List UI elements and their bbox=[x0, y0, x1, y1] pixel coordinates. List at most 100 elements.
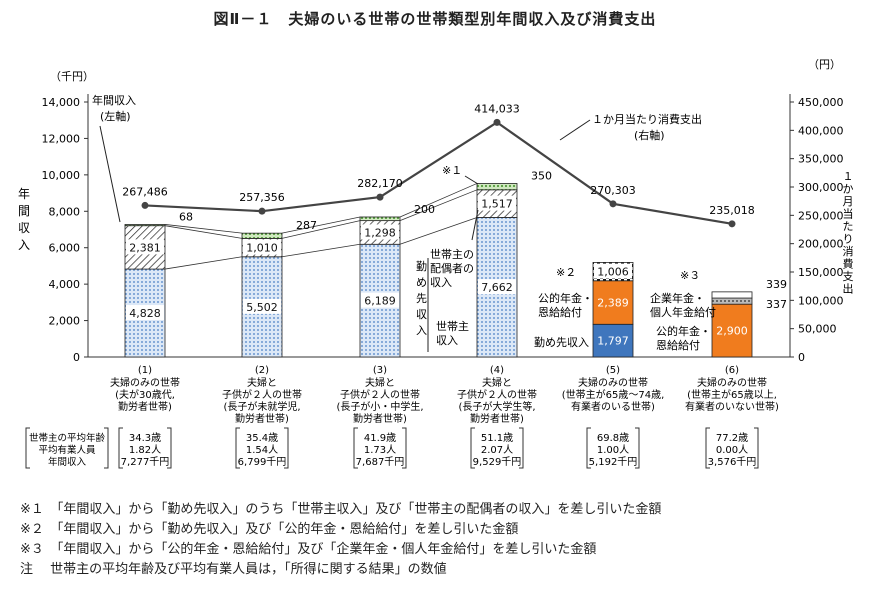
consumption-label: 270,303 bbox=[590, 184, 636, 197]
pension-note: 恩給給付 bbox=[656, 338, 700, 352]
category-label: 勤労者世帯) bbox=[235, 412, 289, 425]
income-axis-note: 年間収入 bbox=[92, 93, 136, 107]
spouse-income-note: 収入 bbox=[430, 276, 452, 289]
left-axis-title-char: 間 bbox=[18, 204, 30, 218]
consumption-point bbox=[493, 118, 501, 126]
right-axis-title-char: り bbox=[843, 233, 854, 246]
bar-value-label: 337 bbox=[766, 298, 787, 311]
category-label: 有業者のいない世帯) bbox=[685, 400, 779, 413]
consumption-point bbox=[141, 201, 149, 209]
right-axis-title-char: か bbox=[843, 183, 854, 196]
right-axis-title-char: 当 bbox=[843, 207, 854, 221]
bar-value-label: 68 bbox=[179, 210, 193, 223]
bar-label-bg bbox=[126, 239, 164, 255]
connector-line bbox=[281, 220, 361, 239]
corp-pension-note: 企業年金・ bbox=[650, 291, 705, 305]
work-income-char: 先 bbox=[416, 292, 427, 305]
category-label: 夫婦のみの世帯 bbox=[578, 376, 648, 389]
category-label: 夫婦と bbox=[365, 377, 395, 389]
work-income-note: 勤め先収入 bbox=[534, 336, 589, 349]
bar-value-label: 2,381 bbox=[129, 241, 161, 254]
annotation-arrow bbox=[99, 125, 121, 223]
right-tick-label: 300,000 bbox=[798, 181, 844, 194]
category-info: 2.07人 bbox=[481, 444, 513, 456]
info-header-bracket bbox=[104, 427, 109, 469]
left-tick-label: 10,000 bbox=[42, 169, 81, 182]
right-tick-label: 0 bbox=[798, 351, 805, 364]
right-axis-unit: （円） bbox=[808, 58, 841, 71]
category-label: 子供が２人の世帯 bbox=[340, 388, 420, 401]
bar-segment-pension bbox=[592, 280, 634, 325]
bar-value-label: 287 bbox=[296, 219, 317, 232]
bar-segment-other bbox=[124, 224, 166, 227]
income-axis-note: (左軸) bbox=[100, 109, 131, 123]
footnote-4: 注 世帯主の平均年齢及び平均有業人員は，「所得に関する結果」の数値 bbox=[20, 562, 447, 577]
info-bracket bbox=[705, 427, 710, 469]
category-info: 5,192千円 bbox=[589, 456, 638, 468]
bar-segment-work bbox=[592, 323, 634, 358]
category-label: (世帯主が65歳～74歳, bbox=[562, 388, 665, 401]
connector-line bbox=[164, 225, 243, 239]
consumption-point bbox=[728, 220, 736, 228]
consumption-label: 282,170 bbox=[357, 177, 403, 190]
info-bracket bbox=[118, 427, 123, 469]
consumption-line bbox=[144, 121, 733, 225]
bar-value-label: 5,502 bbox=[246, 301, 278, 314]
bar-value-label: 1,797 bbox=[597, 335, 629, 348]
pension-note: 恩給給付 bbox=[538, 305, 582, 319]
left-tick-label: 4,000 bbox=[49, 278, 81, 291]
consumption-note: (右軸) bbox=[634, 128, 665, 142]
consumption-note: １か月当たり消費支出 bbox=[592, 112, 702, 126]
category-info: 35.4歳 bbox=[246, 432, 278, 444]
category-label: (夫が30歳代, bbox=[115, 388, 175, 401]
footnote-1: ※１ 「年間収入」から「勤め先収入」のうち「世帯主収入」及び「世帯主の配偶者の収… bbox=[20, 502, 662, 517]
bar-segment-other bbox=[241, 232, 283, 239]
category-label: (長子が未就学児, bbox=[223, 400, 300, 413]
bar-label-bg bbox=[478, 195, 516, 211]
category-label: 夫婦のみの世帯 bbox=[110, 376, 180, 389]
consumption-point bbox=[258, 207, 266, 215]
left-axis-title-char: 年 bbox=[18, 187, 30, 201]
head-income-note: 収入 bbox=[436, 334, 458, 347]
spouse-income-note: 世帯主の bbox=[430, 248, 474, 261]
right-tick-label: 150,000 bbox=[798, 266, 844, 279]
corp-pension-note: 個人年金給付 bbox=[650, 305, 716, 319]
category-label: (長子が小・中学生, bbox=[336, 400, 423, 413]
category-number: (6) bbox=[725, 365, 739, 376]
category-info: 41.9歳 bbox=[364, 432, 396, 444]
category-info: 7,687千円 bbox=[356, 456, 405, 468]
consumption-label: 267,486 bbox=[122, 185, 168, 198]
consumption-point bbox=[376, 193, 384, 201]
bar-label-bg bbox=[361, 292, 399, 308]
info-bracket bbox=[353, 427, 358, 469]
bar-value-label: 6,189 bbox=[364, 295, 396, 308]
category-label: 夫婦のみの世帯 bbox=[697, 376, 767, 389]
bar-segment-other3 bbox=[711, 291, 753, 299]
pension-note: 公的年金・ bbox=[656, 324, 711, 338]
category-info: 1.00人 bbox=[597, 444, 629, 456]
right-tick-label: 100,000 bbox=[798, 294, 844, 307]
info-bracket bbox=[470, 427, 475, 469]
left-tick-label: 8,000 bbox=[49, 205, 81, 218]
category-info: 1.73人 bbox=[364, 444, 396, 456]
info-bracket bbox=[519, 427, 524, 469]
info-bracket bbox=[635, 427, 640, 469]
work-income-char: め bbox=[416, 276, 427, 289]
left-axis-title-char: 入 bbox=[18, 238, 30, 252]
bar-segment-other bbox=[476, 183, 518, 191]
bar-value-label: 7,662 bbox=[481, 281, 513, 294]
left-axis-title-char: 収 bbox=[18, 221, 30, 235]
left-axis-unit: （千円） bbox=[50, 70, 94, 83]
category-info: 51.1歳 bbox=[481, 432, 513, 444]
category-number: (2) bbox=[255, 365, 269, 376]
connector-line bbox=[281, 216, 361, 234]
category-number: (4) bbox=[490, 365, 504, 376]
left-tick-label: 14,000 bbox=[42, 96, 81, 109]
consumption-point bbox=[609, 200, 617, 208]
pension-note: 公的年金・ bbox=[538, 291, 593, 305]
right-axis-title-char: 費 bbox=[843, 257, 854, 271]
category-label: 子供が２人の世帯 bbox=[457, 388, 537, 401]
info-bracket bbox=[586, 427, 591, 469]
connector-line bbox=[399, 189, 478, 222]
bar-value-label: 4,828 bbox=[129, 307, 161, 320]
